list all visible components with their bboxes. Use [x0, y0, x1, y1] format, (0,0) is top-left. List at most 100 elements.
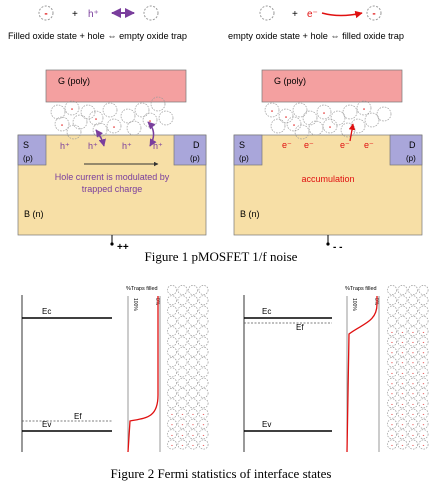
empty-trap-icon — [66, 124, 82, 140]
empty-trap-icon — [188, 367, 198, 378]
filled-trap-icon — [387, 357, 397, 368]
filled-trap-icon — [387, 398, 397, 409]
empty-trap-icon — [418, 285, 429, 295]
empty-trap-icon — [177, 367, 188, 378]
trapped-charge: - — [391, 391, 393, 397]
empty-trap-icon — [198, 315, 209, 326]
empty-trap-icon — [177, 357, 188, 368]
gate-poly — [261, 69, 403, 103]
trapped-charge: - — [402, 370, 404, 376]
source-type: (p) — [239, 154, 249, 163]
trapped-charge: - — [171, 412, 173, 418]
trapped-charge: - — [391, 360, 393, 366]
electron-symbol: e⁻ — [307, 9, 318, 20]
trapped-charge: - — [412, 443, 414, 449]
trapped-charge: - — [402, 391, 404, 397]
trapped-charge: - — [423, 370, 425, 376]
filled-trap-icon — [408, 418, 418, 429]
empty-trap-icon — [292, 102, 308, 118]
filled-trap-icon — [322, 118, 338, 134]
trapped-charge: - — [391, 422, 393, 428]
empty-trap-icon — [330, 110, 346, 126]
empty-trap-icon — [387, 295, 397, 306]
empty-trap-icon — [177, 388, 188, 398]
empty-trap-icon — [167, 388, 177, 398]
ec-label: Ec — [262, 307, 271, 316]
trapped-charge: - — [192, 443, 194, 449]
ev-label: Ev — [42, 420, 51, 429]
filled-trap-icon — [387, 388, 397, 398]
body-label: B (n) — [24, 209, 44, 219]
empty-trap-icon — [167, 326, 177, 337]
filled-trap-icon — [418, 408, 429, 419]
empty-trap-icon — [350, 118, 366, 134]
trapped-charge: - — [329, 122, 332, 131]
empty-trap-icon — [408, 305, 418, 316]
gate-poly — [45, 69, 187, 103]
trapped-charge: - — [402, 381, 404, 387]
electron-carrier: e⁻ — [304, 140, 314, 150]
trapped-charge: - — [192, 422, 194, 428]
filled-trap-icon — [397, 336, 408, 347]
empty-trap-icon — [397, 315, 408, 326]
filled-trap-icon — [167, 408, 177, 419]
left-device: G (poly) S (p) D (p) B (n) ----- h⁺ h⁺ h… — [17, 69, 207, 253]
filled-trap-icon — [387, 367, 397, 378]
trapped-charge: - — [412, 329, 414, 335]
empty-trap-icon — [188, 305, 198, 316]
trapped-charge: - — [412, 360, 414, 366]
drain-region — [173, 134, 207, 166]
electron-carrier: e⁻ — [282, 140, 292, 150]
trapped-charge: - — [271, 106, 274, 115]
trapped-charge: - — [61, 120, 64, 129]
filled-trap-icon — [167, 418, 177, 429]
trapped-charge: - — [391, 443, 393, 449]
trapped-charge: - — [95, 114, 98, 123]
empty-trap-icon — [198, 377, 209, 388]
empty-trap-icon — [102, 102, 118, 118]
trapped-charge: - — [402, 432, 404, 438]
filled-trap-icon — [418, 367, 429, 378]
trapped-charge: - — [391, 432, 393, 438]
filled-trap-icon — [397, 377, 408, 388]
filled-trap-icon — [397, 398, 408, 409]
empty-trap-icon — [270, 118, 286, 134]
filled-trap-icon — [418, 429, 429, 440]
empty-trap-icon — [418, 305, 429, 316]
trapped-charge: - — [71, 104, 74, 113]
filled-trap-icon — [408, 346, 418, 357]
trapped-charge: - — [412, 422, 414, 428]
filled-trap-icon — [418, 326, 429, 337]
capture-arrow-icon — [348, 123, 356, 142]
right-band-diagram: Ec Ef Ev %Traps filled 100% 0% ---------… — [243, 285, 429, 453]
legend-right: + e⁻ - empty oxide state + hole ⇔ filled… — [228, 5, 404, 41]
empty-trap-icon — [177, 295, 188, 306]
trapped-charge: - — [182, 432, 184, 438]
filled-trap-icon — [198, 418, 209, 429]
trapped-charge: - — [423, 422, 425, 428]
filled-trap-icon — [418, 398, 429, 409]
trapped-charge: - — [113, 122, 116, 131]
filled-trap-icon — [387, 336, 397, 347]
filled-trap-icon — [408, 367, 418, 378]
empty-trap-icon — [188, 357, 198, 368]
trapped-charge: - — [203, 432, 205, 438]
filled-trap-icon — [38, 5, 54, 21]
empty-trap-icon — [198, 398, 209, 409]
filled-trap-icon — [356, 100, 372, 116]
trapped-charge: - — [402, 412, 404, 418]
trapped-charge: - — [423, 443, 425, 449]
trapped-charge: - — [412, 432, 414, 438]
empty-trap-icon — [198, 388, 209, 398]
empty-trap-icon — [167, 285, 177, 295]
filled-trap-icon — [397, 418, 408, 429]
filled-trap-icon — [188, 429, 198, 440]
drain-label: D — [193, 140, 200, 150]
trapped-charge: - — [391, 401, 393, 407]
filled-trap-icon — [198, 429, 209, 440]
hole-symbol: h⁺ — [88, 9, 99, 20]
empty-trap-icon — [376, 106, 392, 122]
trapped-charge: - — [423, 401, 425, 407]
trapped-charge: - — [412, 391, 414, 397]
filled-trap-icon — [88, 110, 104, 126]
